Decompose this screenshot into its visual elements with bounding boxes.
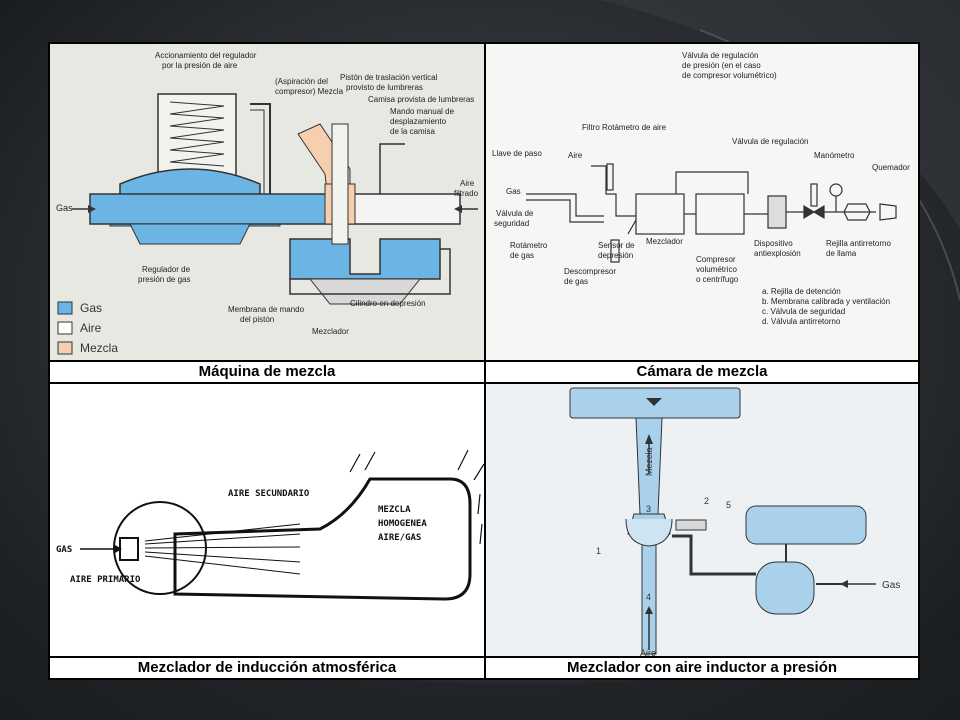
svg-text:Dispositivo: Dispositivo <box>754 239 793 248</box>
svg-text:Mezclador: Mezclador <box>646 237 683 246</box>
caption-maquina-de-mezcla: Máquina de mezcla <box>49 361 485 383</box>
panel-maquina-de-mezcla: Accionamiento del regulador por la presi… <box>49 43 485 361</box>
svg-text:Mezcla: Mezcla <box>644 447 654 476</box>
svg-text:2: 2 <box>704 496 709 506</box>
svg-text:Cilindro en depresión: Cilindro en depresión <box>350 299 426 308</box>
svg-text:o centrífugo: o centrífugo <box>696 275 739 284</box>
mezclador-induccion-diagram: AIRE SECUNDARIO MEZCLA HOMOGENEA AIRE/GA… <box>56 449 484 601</box>
svg-text:Membrana de mando: Membrana de mando <box>228 305 305 314</box>
svg-text:de gas: de gas <box>564 277 588 286</box>
svg-text:a. Rejilla de detención: a. Rejilla de detención <box>762 287 841 296</box>
svg-text:Gas: Gas <box>80 301 102 315</box>
svg-text:GAS: GAS <box>56 545 72 555</box>
svg-text:Aire: Aire <box>460 179 475 188</box>
svg-text:Sensor de: Sensor de <box>598 241 635 250</box>
panel-camara-de-mezcla: Válvula de regulación de presión (en el … <box>485 43 919 361</box>
svg-text:Mando manual de: Mando manual de <box>390 107 455 116</box>
svg-text:HOMOGENEA: HOMOGENEA <box>378 519 427 529</box>
svg-text:Descompresor: Descompresor <box>564 267 616 276</box>
svg-text:Compresor: Compresor <box>696 255 736 264</box>
legend-swatch-mezcla <box>57 341 73 355</box>
svg-text:de presión (en el caso: de presión (en el caso <box>682 61 761 70</box>
svg-text:b. Membrana calibrada y ventil: b. Membrana calibrada y ventilación <box>762 297 890 306</box>
panel-mezclador-aire-inductor: Mezcla 1 2 3 4 5 Gas Aire <box>485 383 919 657</box>
svg-text:de gas: de gas <box>510 251 534 260</box>
svg-text:presión de gas: presión de gas <box>138 275 190 284</box>
svg-text:d. Válvula antirretorno: d. Válvula antirretorno <box>762 317 841 326</box>
svg-text:Aire: Aire <box>568 151 583 160</box>
svg-text:seguridad: seguridad <box>494 219 529 228</box>
legend-swatch-aire <box>57 321 73 335</box>
svg-text:volumétrico: volumétrico <box>696 265 737 274</box>
svg-text:Válvula de regulación: Válvula de regulación <box>732 137 809 146</box>
svg-text:Quemador: Quemador <box>872 163 910 172</box>
svg-text:1: 1 <box>596 546 601 556</box>
svg-text:Filtro Rotámetro de aire: Filtro Rotámetro de aire <box>582 123 667 132</box>
svg-text:Gas: Gas <box>882 580 900 591</box>
svg-text:Mezclador: Mezclador <box>312 327 349 336</box>
svg-text:del pistón: del pistón <box>240 315 274 324</box>
svg-text:Gas: Gas <box>506 187 521 196</box>
maquina-de-mezcla-diagram: Accionamiento del regulador por la presi… <box>56 51 479 355</box>
svg-text:5: 5 <box>726 500 731 510</box>
svg-text:AIRE SECUNDARIO: AIRE SECUNDARIO <box>228 489 310 499</box>
label-aspiracion: (Aspiración del <box>275 77 328 86</box>
svg-text:antiexplosión: antiexplosión <box>754 249 801 258</box>
svg-text:desplazamiento: desplazamiento <box>390 117 447 126</box>
legend-swatch-gas <box>57 301 73 315</box>
svg-text:Aire: Aire <box>640 648 656 657</box>
svg-text:Regulador de: Regulador de <box>142 265 191 274</box>
svg-text:por la presión de aire: por la presión de aire <box>162 61 238 70</box>
svg-text:depresión: depresión <box>598 251 633 260</box>
svg-text:Rotámetro: Rotámetro <box>510 241 548 250</box>
caption-mezclador-aire-inductor: Mezclador con aire inductor a presión <box>485 657 919 679</box>
svg-text:Camisa provista de lumbreras: Camisa provista de lumbreras <box>368 95 474 104</box>
svg-text:compresor) Mezcla: compresor) Mezcla <box>275 87 344 96</box>
svg-text:AIRE/GAS: AIRE/GAS <box>378 533 421 543</box>
svg-text:Válvula de regulación: Válvula de regulación <box>682 51 759 60</box>
svg-text:de llama: de llama <box>826 249 857 258</box>
svg-text:Manómetro: Manómetro <box>814 151 855 160</box>
svg-text:4: 4 <box>646 592 651 602</box>
svg-text:Accionamiento del regulador: Accionamiento del regulador <box>155 51 257 60</box>
mezclador-aire-inductor-diagram: Mezcla 1 2 3 4 5 Gas Aire <box>569 387 900 657</box>
camara-de-mezcla-diagram: Válvula de regulación de presión (en el … <box>492 51 910 326</box>
caption-mezclador-induccion: Mezclador de inducción atmosférica <box>49 657 485 679</box>
svg-text:Gas: Gas <box>56 203 73 213</box>
svg-text:Mezcla: Mezcla <box>80 341 118 355</box>
svg-text:de compresor volumétrico): de compresor volumétrico) <box>682 71 777 80</box>
svg-text:c. Válvula de seguridad: c. Válvula de seguridad <box>762 307 845 316</box>
svg-text:Válvula de: Válvula de <box>496 209 534 218</box>
svg-text:Llave de paso: Llave de paso <box>492 149 542 158</box>
svg-text:de la camisa: de la camisa <box>390 127 435 136</box>
svg-text:MEZCLA: MEZCLA <box>378 505 411 515</box>
panel-mezclador-induccion: AIRE SECUNDARIO MEZCLA HOMOGENEA AIRE/GA… <box>49 383 485 657</box>
svg-text:filtrado: filtrado <box>454 189 479 198</box>
svg-text:provisto de lumbreras: provisto de lumbreras <box>346 83 423 92</box>
svg-text:3: 3 <box>646 504 651 514</box>
svg-text:Rejilla antirretorno: Rejilla antirretorno <box>826 239 891 248</box>
caption-camara-de-mezcla: Cámara de mezcla <box>485 361 919 383</box>
svg-text:Pistón de traslación vertical: Pistón de traslación vertical <box>340 73 438 82</box>
svg-text:Aire: Aire <box>80 321 102 335</box>
figure-grid: Accionamiento del regulador por la presi… <box>48 42 920 680</box>
svg-text:AIRE PRIMARIO: AIRE PRIMARIO <box>70 575 141 585</box>
